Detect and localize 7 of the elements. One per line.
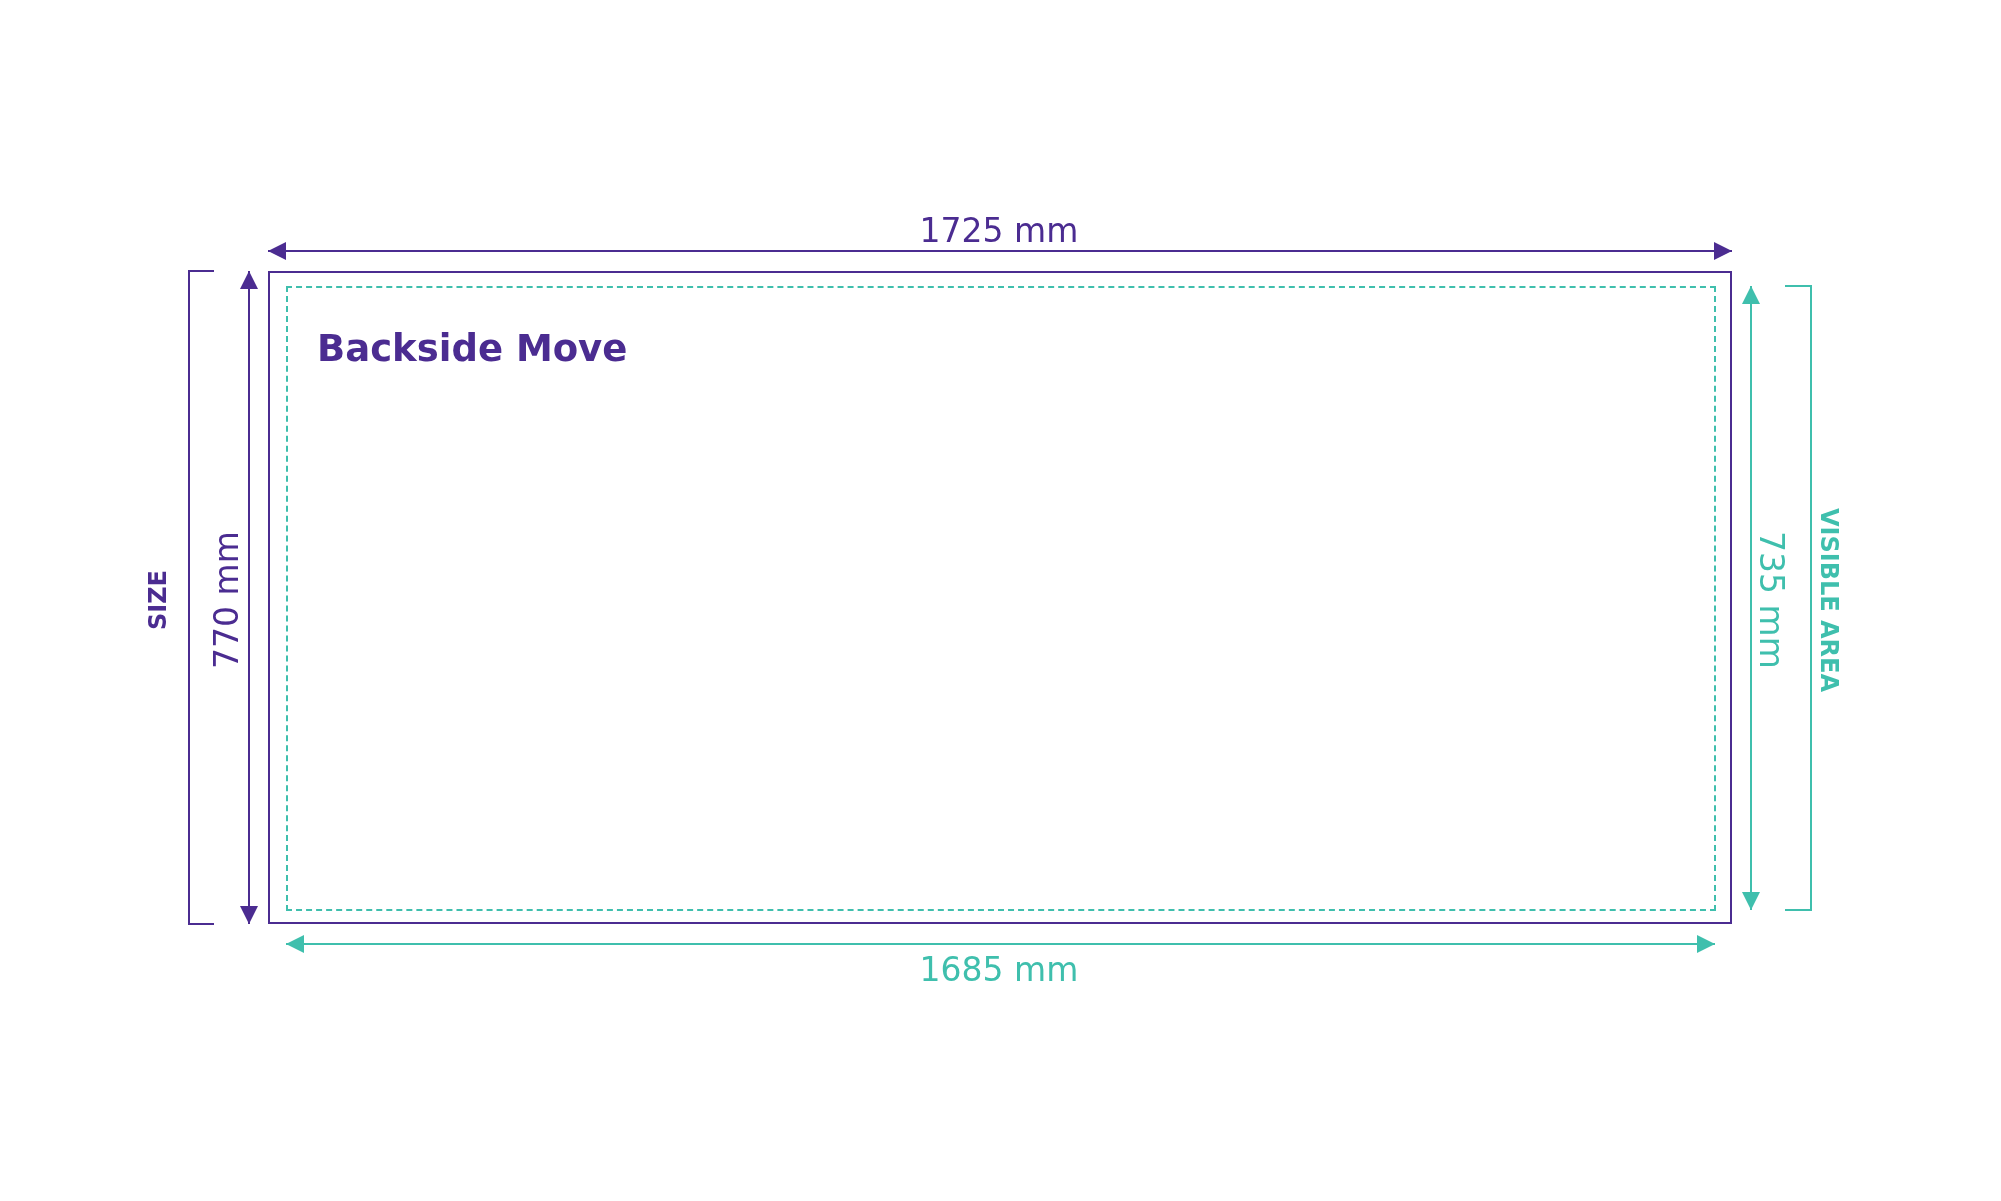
size-label: SIZE (146, 570, 170, 630)
dimension-label: 1725 mm (919, 213, 1079, 247)
panel-title: Backside Move (317, 330, 628, 367)
dimension-label: 735 mm (1754, 531, 1788, 669)
dimension-label: 770 mm (209, 531, 243, 669)
dimension-label: 1685 mm (919, 952, 1079, 986)
visible-area-label: VISIBLE AREA (1817, 507, 1841, 693)
